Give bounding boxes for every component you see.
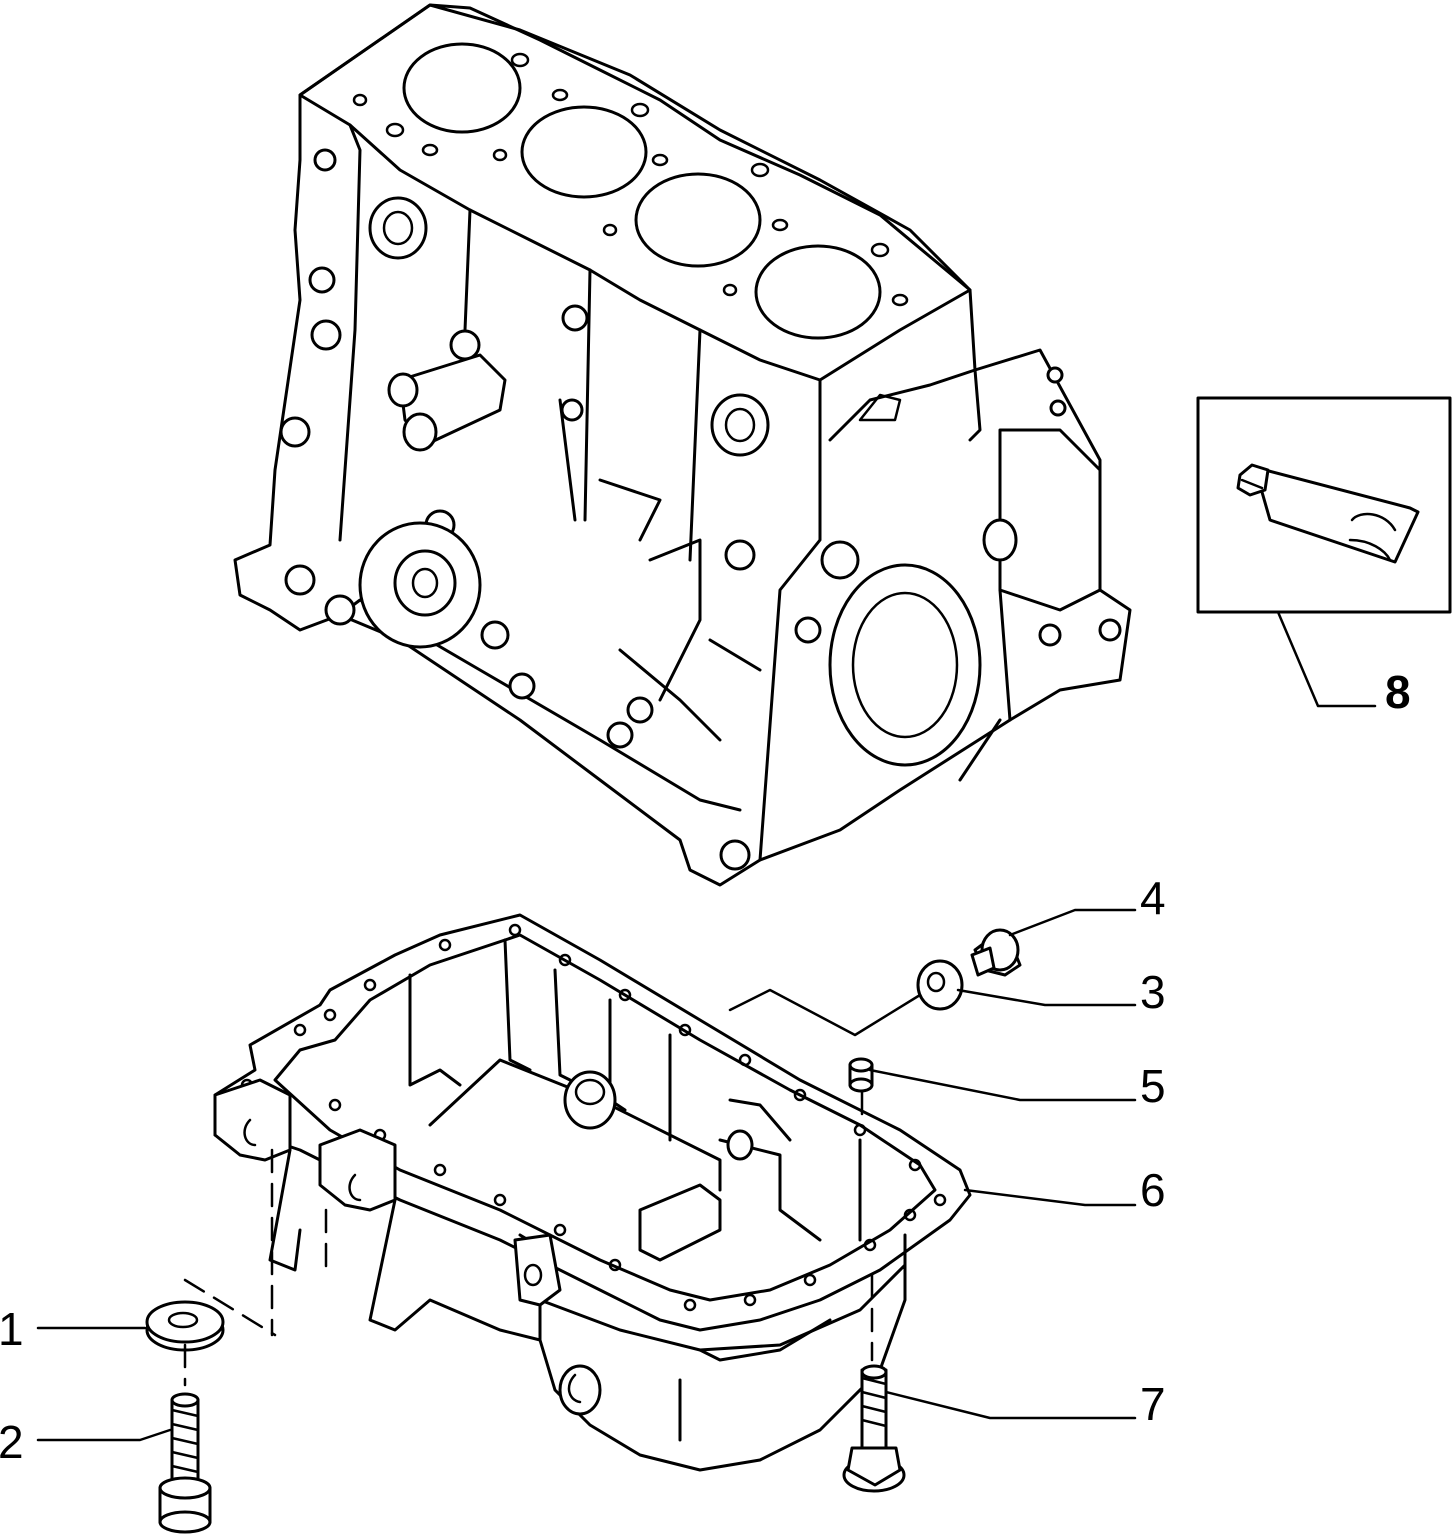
drain-plug-part	[970, 928, 1022, 977]
washer-part	[145, 1300, 225, 1352]
assembly-lines	[183, 1090, 874, 1387]
cylinder-bore-3	[634, 172, 762, 268]
callout-8: 8	[1385, 666, 1411, 718]
long-bolt-part	[158, 1392, 212, 1534]
cylinder-bore-2	[520, 105, 648, 199]
plug-part	[848, 1057, 874, 1093]
flange-bolt-part	[842, 1364, 906, 1493]
callout-1: 1	[0, 1303, 24, 1355]
engine-block	[233, 3, 1132, 887]
sealing-washer-part	[916, 959, 964, 1011]
cylinder-bore-4	[754, 244, 882, 340]
drain-axis-line	[728, 988, 922, 1037]
callout-2: 2	[0, 1416, 24, 1468]
sealant-inset	[1196, 396, 1452, 614]
callout-4: 4	[1140, 872, 1166, 924]
callout-3: 3	[1140, 966, 1166, 1018]
callout-6: 6	[1140, 1164, 1166, 1216]
oil-pan	[213, 913, 972, 1472]
leader-lines	[36, 610, 1377, 1442]
cylinder-bore-1	[402, 42, 522, 134]
callout-5: 5	[1140, 1060, 1166, 1112]
callout-7: 7	[1140, 1378, 1166, 1430]
